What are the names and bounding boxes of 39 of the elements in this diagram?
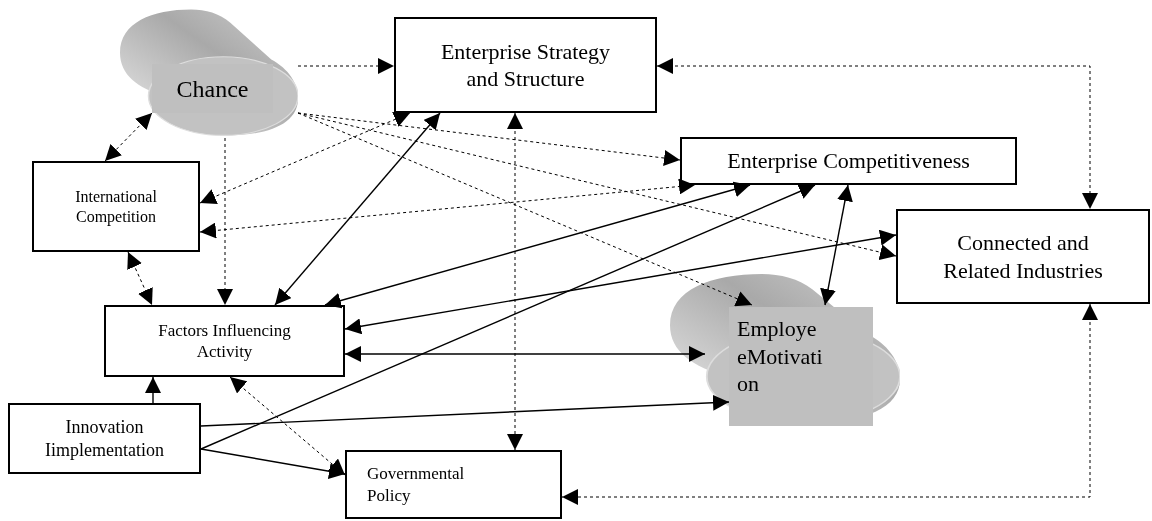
- node-label: Enterprise Competitiveness: [727, 147, 970, 175]
- cylinder-shape: [120, 7, 298, 138]
- process-box: [8, 403, 201, 474]
- arrow: [217, 137, 233, 306]
- double-arrow: [820, 184, 853, 306]
- double-arrow: [274, 112, 441, 306]
- node-label: Connected and Related Industries: [942, 229, 1104, 284]
- node-label: Employe eMotivati on: [729, 307, 873, 426]
- double-arrow: [344, 229, 897, 335]
- double-arrow: [344, 346, 706, 362]
- node-label: International Competition: [74, 186, 158, 227]
- process-box: [32, 161, 200, 252]
- node-label: Enterprise Strategy and Structure: [439, 37, 612, 93]
- arrow: [200, 394, 730, 427]
- arrow: [297, 112, 753, 307]
- arrow: [297, 112, 897, 261]
- double-arrow: [104, 112, 153, 162]
- double-arrow: [229, 376, 346, 476]
- process-box: [896, 209, 1150, 304]
- process-box: [104, 305, 345, 377]
- double-arrow: [507, 112, 523, 451]
- double-arrow: [127, 251, 153, 306]
- double-arrow: [324, 181, 751, 309]
- double-arrow: [199, 111, 411, 205]
- double-arrow: [199, 178, 696, 239]
- node-label: Governmental Policy: [367, 463, 466, 506]
- arrow: [200, 448, 346, 480]
- cylinder-shape: [670, 271, 900, 426]
- node-label: Factors Influencing Activity: [157, 319, 292, 363]
- arrow: [200, 183, 816, 450]
- node-label: Chance: [152, 64, 273, 113]
- node-label: Innovation Iimplementation: [44, 416, 165, 461]
- double-arrow: [561, 303, 1098, 505]
- double-arrow: [656, 58, 1098, 210]
- arrow: [145, 376, 161, 404]
- arrow: [297, 58, 395, 74]
- process-box: [680, 137, 1017, 185]
- process-box: [394, 17, 657, 113]
- process-box: [345, 450, 562, 519]
